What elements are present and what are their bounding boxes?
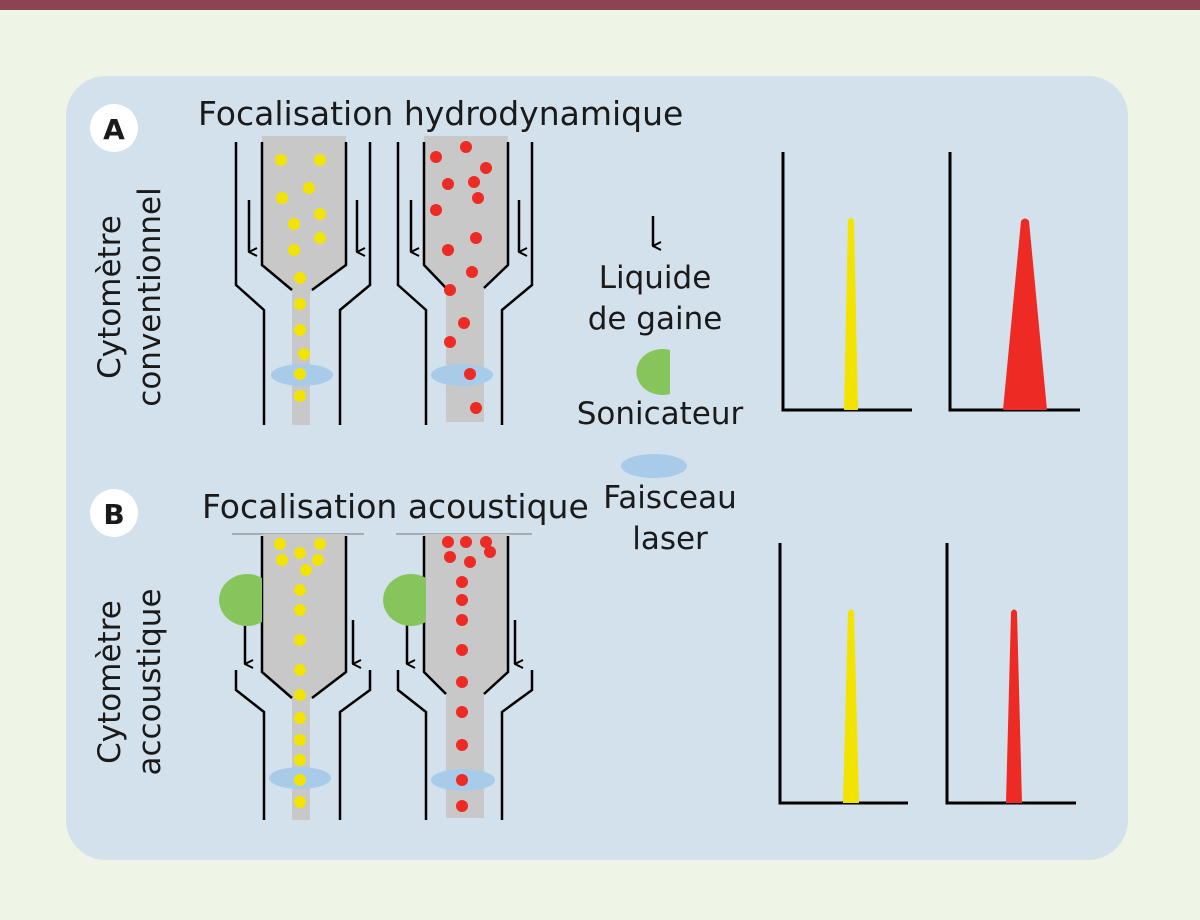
plot-axes xyxy=(781,152,912,412)
channel-a-yellow xyxy=(234,136,372,425)
badge-b xyxy=(90,489,138,537)
laser-beam xyxy=(431,364,493,386)
sonicator-element xyxy=(219,574,262,626)
yellow-particles xyxy=(274,538,326,808)
sample-stream xyxy=(424,534,508,818)
top-accent-bar xyxy=(0,0,1200,10)
section-a-side-label-line1: Cytomètre xyxy=(92,215,128,379)
plot-axes xyxy=(778,543,908,805)
badge-b-letter: B xyxy=(103,498,124,531)
section-a-side-label: Cytomètre conventionnel xyxy=(92,187,168,406)
badge-a-letter: A xyxy=(103,113,125,146)
signal-plot-b-red xyxy=(945,543,1076,805)
legend-sonicator: Sonicateur xyxy=(577,396,744,432)
legend-sheath-line1: Liquide xyxy=(599,260,712,296)
channel-walls xyxy=(234,142,372,425)
section-b-title: Focalisation acoustique xyxy=(202,487,589,526)
legend-laser-line2: laser xyxy=(632,521,708,557)
laser-legend-icon xyxy=(621,454,687,478)
sonicator-legend-icon xyxy=(636,349,670,396)
section-b-side-label-line2: accoustique xyxy=(132,588,168,775)
sample-stream xyxy=(262,534,346,820)
narrow-signal-peak xyxy=(844,218,858,410)
legend-laser-line1: Faisceau xyxy=(603,480,737,516)
channel-a-red xyxy=(396,136,534,425)
section-a-side-label-line2: conventionnel xyxy=(132,187,168,406)
signal-plot-a-yellow xyxy=(781,152,912,412)
narrow-signal-peak xyxy=(843,609,859,803)
red-particles xyxy=(442,536,496,812)
wide-signal-peak xyxy=(1003,218,1047,410)
channel-walls xyxy=(396,536,534,820)
signal-plot-b-yellow xyxy=(778,543,908,805)
yellow-particles xyxy=(275,154,326,402)
channel-b-red xyxy=(383,533,534,820)
plot-axes xyxy=(945,543,1076,805)
badge-a xyxy=(90,104,138,152)
channel-b-yellow xyxy=(219,533,372,820)
section-b-side-label-line1: Cytomètre xyxy=(92,600,128,764)
section-b-side-label: Cytomètre accoustique xyxy=(92,588,168,775)
section-a-title: Focalisation hydrodynamique xyxy=(198,94,683,133)
channel-walls xyxy=(234,536,372,820)
red-particles xyxy=(430,141,492,414)
legend-sheath-line2: de gaine xyxy=(588,301,723,337)
narrow-signal-peak xyxy=(1006,609,1022,803)
sample-stream xyxy=(424,136,508,422)
sonicator-element xyxy=(383,574,426,626)
signal-plot-a-red xyxy=(948,152,1080,412)
channel-walls xyxy=(396,142,534,425)
